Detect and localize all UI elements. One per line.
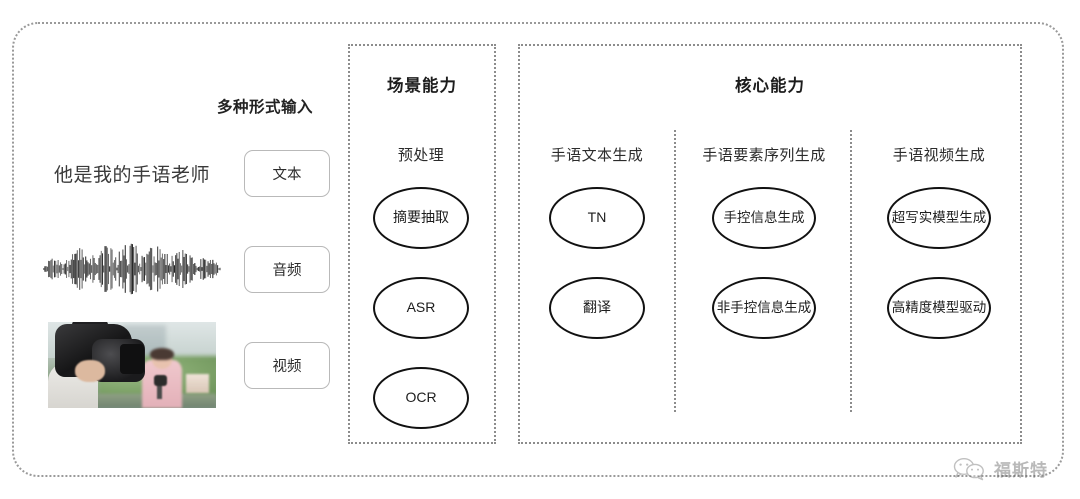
node-tn[interactable]: TN — [549, 187, 645, 249]
node-hyperrealistic-model-generation[interactable]: 超写实模型生成 — [887, 187, 991, 249]
modality-chip-text[interactable]: 文本 — [244, 149, 330, 197]
node-non-manual-info-generation[interactable]: 非手控信息生成 — [712, 277, 816, 339]
scene-column-preprocess: 预处理 摘要抽取 ASR OCR — [347, 144, 495, 457]
core-column-divider-2 — [850, 130, 852, 412]
input-section: 多种形式输入 他是我的手语老师 文本 音频 — [30, 95, 330, 425]
text-sample: 他是我的手语老师 — [30, 137, 244, 209]
node-asr[interactable]: ASR — [373, 277, 469, 339]
node-ocr[interactable]: OCR — [373, 367, 469, 429]
core-capability-title: 核心能力 — [735, 77, 805, 95]
video-camera-hood — [120, 344, 144, 374]
node-abstract-extraction[interactable]: 摘要抽取 — [373, 187, 469, 249]
video-notebook — [185, 373, 210, 393]
audio-sample — [30, 233, 244, 305]
modality-row-text: 他是我的手语老师 文本 — [30, 137, 330, 209]
video-mic-stick — [157, 383, 163, 400]
node-translation[interactable]: 翻译 — [549, 277, 645, 339]
column-heading-sign-element-sequence: 手语要素序列生成 — [702, 147, 826, 164]
scene-capability-panel: 场景能力 预处理 摘要抽取 ASR OCR — [348, 44, 496, 444]
video-reporter-hair — [150, 347, 174, 360]
core-capability-panel: 核心能力 手语文本生成 TN 翻译 手语要素序列生成 手控信息生成 非手控信息生… — [518, 44, 1022, 444]
core-column-sign-element-sequence: 手语要素序列生成 手控信息生成 非手控信息生成 — [678, 144, 850, 367]
column-heading-sign-video: 手语视频生成 — [892, 147, 986, 164]
video-thumbnail — [48, 322, 216, 408]
modality-chip-audio[interactable]: 音频 — [244, 245, 330, 293]
modality-chip-video[interactable]: 视频 — [244, 341, 330, 389]
scene-capability-title: 场景能力 — [387, 77, 457, 95]
video-microphone — [153, 375, 168, 386]
input-section-title: 多种形式输入 — [216, 99, 313, 116]
core-column-sign-text: 手语文本生成 TN 翻译 — [520, 144, 674, 367]
sample-sentence: 他是我的手语老师 — [53, 164, 210, 186]
wechat-icon — [953, 457, 984, 480]
modality-row-audio: 音频 — [30, 233, 330, 305]
watermark-label: 福斯特 — [994, 461, 1048, 480]
core-column-sign-video: 手语视频生成 超写实模型生成 高精度模型驱动 — [854, 144, 1024, 367]
core-column-divider-1 — [674, 130, 676, 412]
waveform-icon — [43, 243, 221, 295]
column-heading-preprocess: 预处理 — [397, 147, 445, 164]
video-sample — [30, 322, 244, 408]
column-heading-sign-text: 手语文本生成 — [550, 147, 644, 164]
modality-row-video: 视频 — [30, 322, 330, 408]
watermark: 福斯特 — [953, 456, 1048, 481]
node-high-precision-model-driving[interactable]: 高精度模型驱动 — [887, 277, 991, 339]
video-operator-hand — [74, 359, 106, 383]
node-manual-info-generation[interactable]: 手控信息生成 — [712, 187, 816, 249]
